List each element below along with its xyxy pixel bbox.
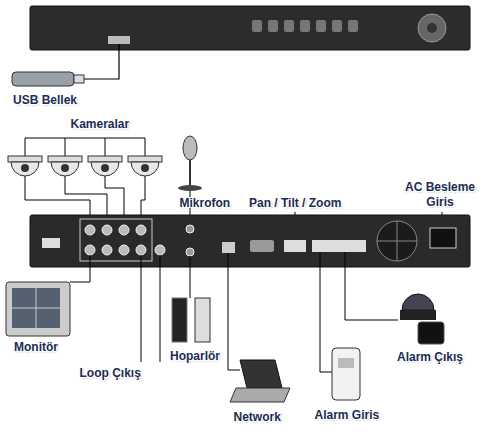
camera-lens bbox=[21, 164, 29, 172]
part-label: Kameralar bbox=[71, 117, 130, 132]
alarm-terminal bbox=[312, 240, 366, 252]
dip-switch bbox=[42, 238, 60, 248]
bnc-connector bbox=[85, 225, 95, 235]
part-label: USB Bellek bbox=[13, 93, 77, 108]
bnc-frame bbox=[80, 219, 152, 261]
bnc-connector bbox=[119, 245, 129, 255]
camera-base bbox=[48, 156, 82, 162]
siren-horn bbox=[418, 322, 444, 344]
camera-lens bbox=[61, 164, 69, 172]
front-dpad-center bbox=[427, 23, 437, 33]
part-label: Alarm Giris bbox=[315, 408, 380, 423]
part-label: Monitör bbox=[14, 340, 58, 355]
front-button bbox=[316, 20, 326, 32]
dome-camera bbox=[8, 156, 42, 176]
front-button bbox=[348, 20, 358, 32]
dome-camera bbox=[88, 156, 122, 176]
usb-line bbox=[84, 44, 119, 79]
front-button bbox=[268, 20, 278, 32]
rs232-port bbox=[250, 240, 274, 252]
camera-lens bbox=[141, 164, 149, 172]
camera-bracket bbox=[25, 138, 145, 160]
front-button bbox=[332, 20, 342, 32]
network-wire bbox=[228, 253, 240, 370]
audio-jack bbox=[186, 248, 194, 256]
fan bbox=[377, 221, 417, 261]
dvr-rear-panel bbox=[30, 215, 470, 267]
part-label: Network bbox=[234, 410, 281, 425]
monitor bbox=[6, 282, 70, 336]
laptop-base bbox=[230, 388, 290, 402]
monitor-split bbox=[12, 308, 60, 309]
part-label: Pan / Tilt / Zoom bbox=[249, 196, 341, 211]
part-label: AC Besleme Giris bbox=[397, 180, 483, 210]
bnc-connector bbox=[155, 245, 165, 255]
microphone-stand bbox=[189, 160, 191, 186]
bnc-connector bbox=[85, 245, 95, 255]
camera-base bbox=[8, 156, 42, 162]
monitor-screen bbox=[12, 288, 60, 328]
part-label: Loop Çıkış bbox=[80, 366, 141, 381]
part-label: Alarm Çıkış bbox=[397, 350, 463, 365]
bnc-connector bbox=[102, 245, 112, 255]
loop-wire bbox=[141, 255, 142, 362]
camera-dome bbox=[11, 162, 39, 176]
camera-base bbox=[88, 156, 122, 162]
front-button bbox=[284, 20, 294, 32]
laptop-screen bbox=[240, 360, 282, 388]
power-socket bbox=[430, 228, 456, 248]
ptz-terminal bbox=[284, 240, 306, 252]
front-dpad bbox=[418, 14, 446, 42]
fan-grill bbox=[397, 221, 398, 261]
siren-dome bbox=[402, 294, 434, 310]
camera-dome bbox=[51, 162, 79, 176]
front-button bbox=[300, 20, 310, 32]
speaker bbox=[195, 298, 210, 342]
camera-dome bbox=[91, 162, 119, 176]
part-label: Hoparlör bbox=[170, 349, 220, 364]
alarm-sensor bbox=[332, 348, 360, 400]
loop-wire bbox=[160, 255, 161, 362]
audio-jack bbox=[186, 225, 194, 233]
dome-camera bbox=[48, 156, 82, 176]
part-label: Mikrofon bbox=[180, 196, 231, 211]
alarm-output-wire bbox=[345, 252, 398, 320]
bnc-connector bbox=[136, 225, 146, 235]
bnc-connector bbox=[136, 245, 146, 255]
dvr-front-panel bbox=[30, 6, 470, 50]
camera-lens bbox=[101, 164, 109, 172]
usb-connector bbox=[74, 75, 84, 83]
sensor-window bbox=[338, 358, 354, 368]
alarm-input-wire bbox=[320, 252, 332, 372]
camera-dome bbox=[131, 162, 159, 176]
lan-port bbox=[222, 242, 235, 253]
usb-port bbox=[108, 36, 130, 44]
bnc-connector bbox=[102, 225, 112, 235]
usb-stick bbox=[12, 72, 74, 86]
siren-base bbox=[400, 310, 436, 320]
bnc-connector bbox=[119, 225, 129, 235]
camera-base bbox=[128, 156, 162, 162]
microphone-base bbox=[178, 185, 202, 191]
front-button bbox=[252, 20, 262, 32]
speaker bbox=[172, 298, 187, 342]
dome-camera bbox=[128, 156, 162, 176]
speaker-wire bbox=[190, 256, 191, 298]
monitor-wire bbox=[70, 255, 90, 282]
microphone-head bbox=[183, 136, 197, 160]
